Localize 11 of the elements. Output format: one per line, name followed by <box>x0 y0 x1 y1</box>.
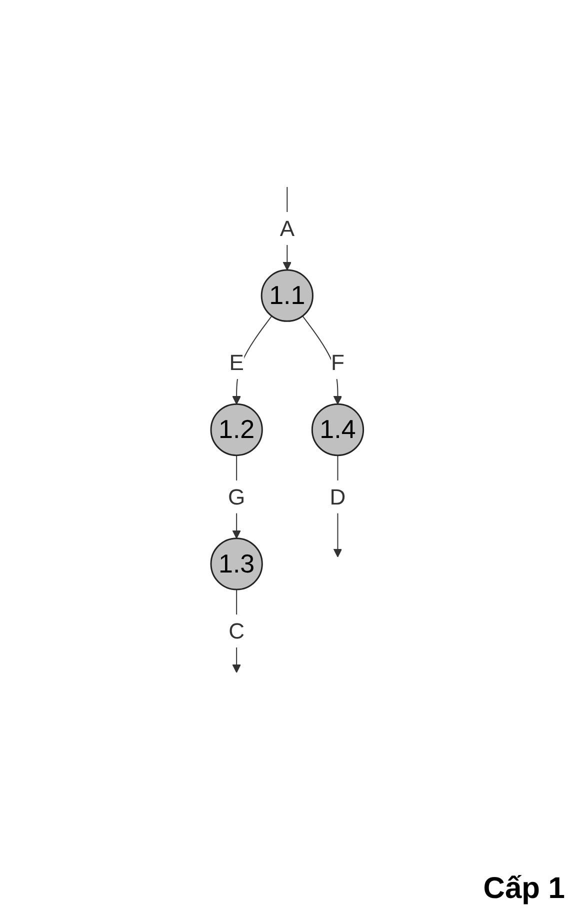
level-label: Cấp 1 <box>483 872 565 906</box>
node-circle: 1.2 <box>210 404 264 456</box>
edge-label: G <box>228 484 246 510</box>
edge-label: A <box>280 216 295 242</box>
edge-label: C <box>228 618 245 644</box>
edge-label: E <box>230 350 244 376</box>
edge-label: F <box>331 350 345 376</box>
node-circle: 1.1 <box>261 270 314 322</box>
node-circle: 1.3 <box>210 538 264 590</box>
edge-label: D <box>330 484 346 510</box>
node-circle: 1.4 <box>312 404 364 456</box>
